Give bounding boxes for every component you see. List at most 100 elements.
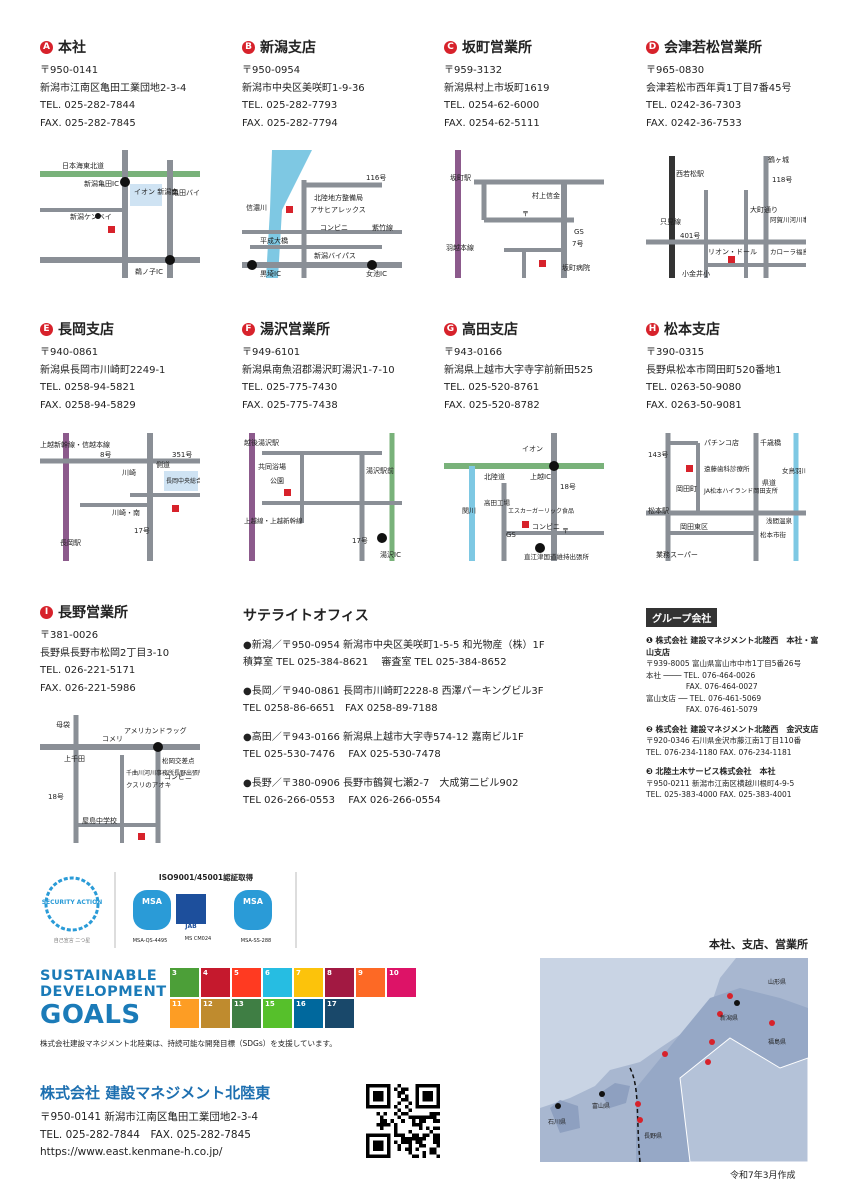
map-label: 松岡交差点 [162, 756, 195, 765]
prefecture-label: 新潟県 [720, 1014, 738, 1022]
office-tel: TEL. 025-520-8761 [444, 382, 540, 393]
satellite-offices: サテライトオフィス ●新潟／〒950-0954 新潟市中央区美咲町1-5-5 和… [243, 605, 603, 809]
map-label: 岡田東区 [680, 522, 708, 531]
office-address: 新潟市中央区美咲町1-9-36 [242, 82, 365, 94]
jab-code: MS CM024 [185, 936, 211, 942]
map-label: 北陸道 [484, 472, 505, 481]
office-tel: TEL. 0254-62-6000 [444, 100, 540, 111]
office-postal: 〒950-0141 [40, 65, 99, 76]
access-map-c: 坂町駅 村上信金 〒 GS 7号 羽越本線 坂町病院 [444, 150, 604, 278]
map-label: 信濃川 [246, 203, 267, 212]
satellite-address: ●長岡／〒940-0861 長岡市川崎町2228-8 西澤パーキングビル3F [243, 686, 544, 697]
office-fax: FAX. 0242-36-7533 [646, 117, 742, 129]
office-badge: F [242, 322, 255, 336]
map-label: 松本市街 [760, 530, 787, 539]
map-label: 越後湯沢駅 [244, 438, 279, 447]
map-label: 阿賀川河川事務所 [770, 215, 806, 224]
map-label: 浅間温泉 [766, 516, 793, 525]
map-label: 川崎・南 [112, 508, 140, 517]
office-tel: TEL. 026-221-5171 [40, 665, 136, 676]
office-name: 湯沢営業所 [260, 322, 330, 338]
office-address: 新潟市江南区亀田工業団地2-3-4 [40, 82, 187, 94]
office-postal: 〒943-0166 [444, 347, 503, 358]
satellite-address: ●長野／〒380-0906 長野市鶴賀七瀬2-7 大成第二ビル902 [243, 778, 519, 789]
map-label: 只見線 [660, 217, 681, 226]
office-badge: D [646, 40, 659, 54]
office-postal: 〒949-6101 [242, 347, 301, 358]
access-map-e: 上越新幹線・信越本線 8号 351号 川崎 側道 長岡中央総合病院 川崎・南 1… [40, 433, 200, 561]
group-company: ❶ 株式会社 建設マネジメント北陸西 本社・富山支店 〒939-8005 富山県… [646, 635, 826, 716]
map-label: JA松本ハイランド岡田支所 [703, 487, 778, 495]
satellite-contact: 積算室 TEL 025-384-8621 審査室 TEL 025-384-865… [243, 657, 507, 668]
group-company-line: 本社 ──── TEL. 076-464-0026 [646, 670, 756, 680]
sdgs-note: 株式会社建設マネジメント北陸東は、持続可能な開発目標（SDGs）を支援しています… [40, 1039, 337, 1048]
sdg-goal-tile: 10 [387, 968, 416, 997]
office-fax: FAX. 0263-50-9081 [646, 399, 742, 411]
group-company-line: 富山支店 ── TEL. 076-461-5069 [646, 693, 762, 703]
office-address: 長野県長野市松岡2丁目3-10 [40, 647, 170, 659]
group-companies: グループ会社 ❶ 株式会社 建設マネジメント北陸西 本社・富山支店 〒939-8… [646, 607, 826, 801]
prefecture-label: 石川県 [548, 1119, 566, 1126]
office-name: 高田支店 [462, 322, 518, 338]
office-address: 新潟県村上市坂町1619 [444, 82, 550, 94]
group-company-line: TEL. 076-234-1180 FAX. 076-234-1181 [646, 747, 792, 757]
msa-qs-logo: MSA MSA-QS-4495 [133, 890, 171, 944]
map-label: 新潟バイパス [314, 251, 356, 260]
group-company-line: 〒939-8005 富山県富山市中市1丁目5番26号 [646, 659, 802, 668]
group-company: ❷ 株式会社 建設マネジメント北陸西 金沢支店 〒920-0346 石川県金沢市… [646, 724, 826, 759]
map-label: 川崎 [122, 468, 136, 477]
prefecture-label: 富山県 [592, 1102, 610, 1110]
map-label: 岡田町 [676, 485, 697, 493]
satellite-item: ●新潟／〒950-0954 新潟市中央区美咲町1-5-5 和光物産（株）1F 積… [243, 637, 603, 671]
map-label: 長岡中央総合病院 [166, 477, 200, 485]
map-label: 大町通り [750, 205, 778, 214]
sdg-goal-tile: 11 [170, 999, 199, 1028]
sdg-goal-tile: 12 [201, 999, 230, 1028]
access-map-f: 越後湯沢駅 共同浴場 公園 湯沢駅前 上越線・上越新幹線 17号 湯沢IC [242, 433, 402, 561]
qr-code[interactable] [366, 1084, 440, 1158]
map-label: 女池IC [366, 269, 387, 278]
map-label: 湯沢IC [380, 550, 401, 559]
msa-label: MSA [142, 897, 163, 906]
map-label: 401号 [680, 232, 700, 240]
satellite-item: ●長岡／〒940-0861 長岡市川崎町2228-8 西澤パーキングビル3F T… [243, 683, 603, 717]
satellite-item: ●高田／〒943-0166 新潟県上越市大字寺574-12 嘉南ビル1F TEL… [243, 729, 603, 763]
map-label: カローラ福島会津店 [770, 247, 806, 256]
map-label: コメリ [102, 735, 123, 743]
security-action-logo: SECURITY ACTION 自己宣言 二つ星 [42, 876, 103, 944]
map-label: コンビニ [532, 522, 560, 531]
map-label: 屋島中学校 [82, 816, 117, 825]
satellite-title: サテライトオフィス [243, 608, 369, 624]
map-label: 女鳥羽川 [782, 466, 806, 475]
map-label: 業務スーパー [656, 550, 698, 559]
office-postal: 〒959-3132 [444, 65, 503, 76]
map-label: 母袋 [56, 720, 70, 729]
group-company-line: 〒950-0211 新潟市江南区横越川根町4-9-5 [646, 778, 795, 788]
map-label: 高田工場 [484, 498, 511, 507]
company-address: 〒950-0141 新潟市江南区亀田工業団地2-3-4 [40, 1111, 259, 1123]
map-label: パチンコ店 [704, 438, 739, 447]
group-company-name: ❸ 北陸土木サービス株式会社 本社 [646, 767, 776, 776]
office-badge: H [646, 322, 659, 336]
map-label: 新潟亀田IC [84, 179, 119, 188]
map-label: 長岡駅 [60, 539, 81, 547]
office-fax: FAX. 026-221-5986 [40, 682, 136, 694]
map-label: 千曲川河川事務所長野出張所 [126, 769, 200, 777]
office-address: 新潟県上越市大字寺字前新田525 [444, 364, 594, 376]
office-tel: TEL. 0258-94-5821 [40, 382, 136, 393]
map-label: 共同浴場 [258, 462, 286, 471]
map-label: GS [506, 531, 516, 539]
group-company-name: ❶ 株式会社 建設マネジメント北陸西 本社・富山支店 [646, 636, 819, 657]
map-label: コンビニ [320, 223, 348, 232]
company-url[interactable]: https://www.east.kenmane-h.co.jp/ [40, 1146, 223, 1158]
map-label: リオン・ドール [708, 248, 757, 256]
map-label: 公園 [270, 477, 284, 485]
office-fax: FAX. 025-520-8782 [444, 399, 540, 411]
office-postal: 〒950-0954 [242, 65, 301, 76]
security-action-text: SECURITY ACTION [42, 899, 103, 906]
